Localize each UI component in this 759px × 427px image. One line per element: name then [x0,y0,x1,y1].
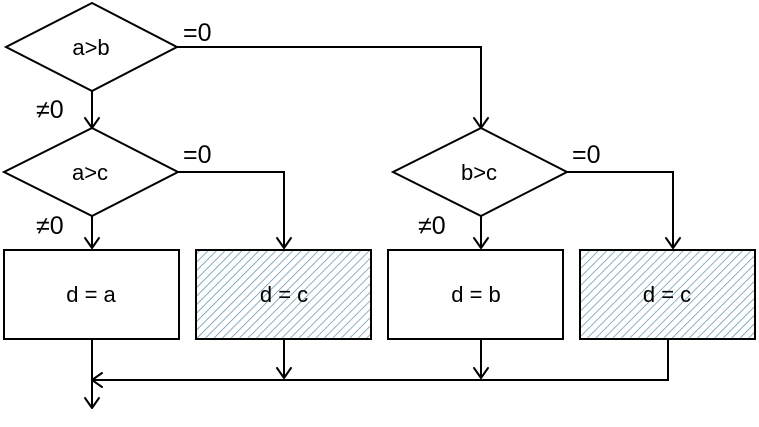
branch-label-zero: =0 [183,19,212,47]
branch-label-zero: =0 [183,141,212,169]
branch-label-zero: =0 [572,141,601,169]
arrowhead-down [276,367,292,379]
process-label: d = a [66,282,116,307]
branch-label-nonzero: ≠0 [418,212,446,240]
arrowhead-down [473,367,489,379]
branch-labels: =0 ≠0 =0 ≠0 =0 ≠0 [36,19,601,240]
process-d-eq-b: d = b [387,249,564,340]
decision-diamond [1,126,181,218]
arrowhead-left [91,372,103,388]
arrowheads [84,117,681,409]
decision-diamond [3,1,180,93]
process-box [3,249,180,340]
arrowhead-down [665,237,681,249]
process-box-hatched [579,249,756,340]
decision-b-gt-c: b>c [390,126,570,218]
decision-label: b>c [461,160,497,185]
decision-a-gt-b: a>b [3,1,180,93]
process-d-eq-a: d = a [3,249,180,340]
process-d-eq-c-right: d = c [579,249,756,340]
arrowhead-down [84,237,100,249]
decision-label: a>b [72,35,109,60]
process-box [387,249,564,340]
process-box-hatched [195,249,372,340]
arrowhead-exit [84,397,100,409]
process-label: d = c [260,282,308,307]
connector-ac-zero [178,171,285,248]
arrowhead-down [276,237,292,249]
connectors [91,46,674,408]
decision-label: a>c [72,160,108,185]
process-d-eq-c-left: d = c [195,249,372,340]
arrowhead-down [473,237,489,249]
decision-diamond [390,126,570,218]
decision-a-gt-c: a>c [1,126,181,218]
connector-bc-zero [567,171,674,248]
branch-label-nonzero: ≠0 [36,212,64,240]
connector-merge-bar [92,340,669,381]
branch-label-nonzero: ≠0 [36,96,64,124]
process-label: d = c [643,282,691,307]
connector-ab-zero [177,46,482,128]
process-label: d = b [451,282,501,307]
